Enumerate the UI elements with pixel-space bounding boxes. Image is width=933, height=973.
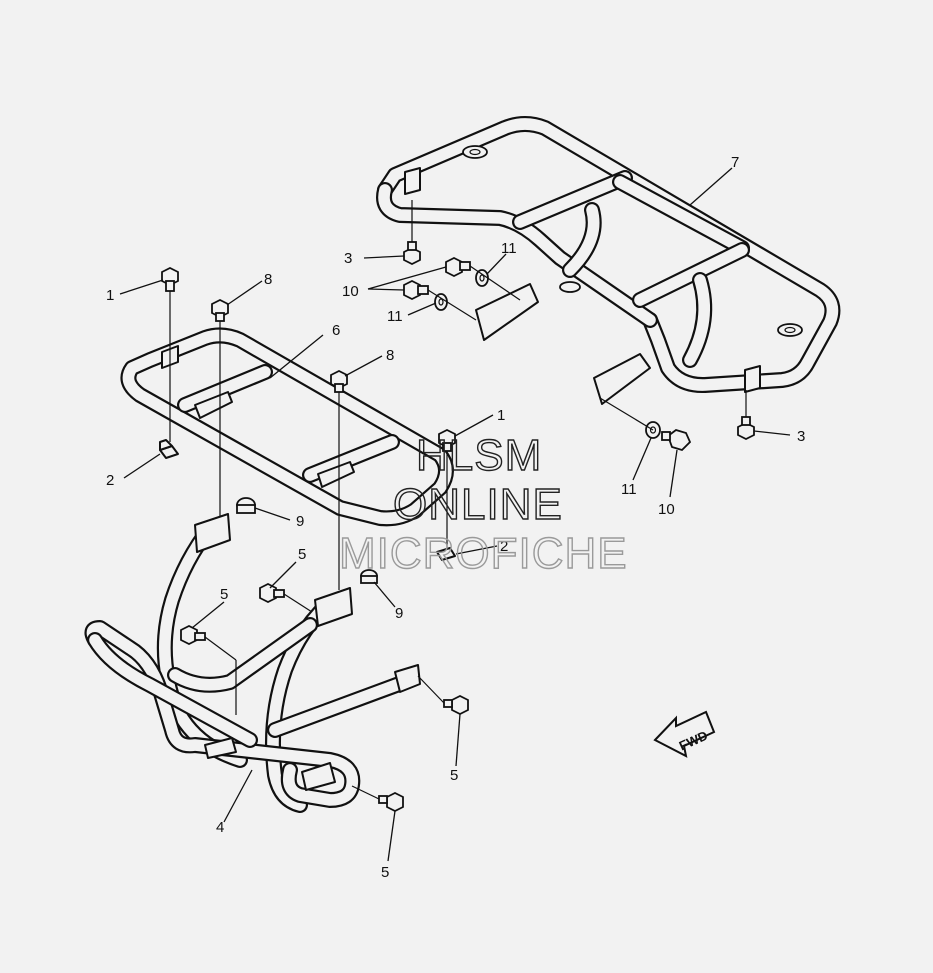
watermark-line-1: HLSM: [416, 431, 542, 480]
grommet-9-right: [360, 569, 378, 584]
callout-10-right: 10: [658, 501, 675, 518]
assembly-lines: [169, 200, 747, 800]
bolt-10-right: [661, 429, 692, 452]
watermark-line-3: MICROFICHE: [339, 529, 628, 578]
callout-2-right: 2: [500, 538, 508, 555]
callout-8-mid: 8: [386, 347, 394, 364]
bolt-5-c: [443, 694, 469, 716]
nut-2-right: [436, 547, 456, 561]
nut-2-left: [159, 439, 179, 459]
callout-3-right: 3: [797, 428, 805, 445]
watermark: HLSM ONLINE MICROFICHE: [338, 430, 628, 578]
callout-4: 4: [216, 819, 224, 836]
callout-2-left: 2: [106, 472, 114, 489]
bolt-10-top-a: [445, 256, 471, 278]
front-carrier-part-6: [120, 327, 454, 527]
bolt-1-left: [161, 266, 179, 292]
callout-5-b: 5: [220, 586, 228, 603]
callout-9-left: 9: [296, 513, 304, 530]
callout-5-a: 5: [298, 546, 306, 563]
forward-direction-arrow: FWD: [653, 710, 716, 758]
callout-5-d: 5: [381, 864, 389, 881]
callout-11-right: 11: [621, 481, 637, 498]
front-guard-part-4: [84, 513, 421, 813]
bolt-5-d: [378, 791, 404, 813]
bolt-5-a: [259, 582, 285, 604]
rear-carrier-part-7: [376, 116, 841, 405]
watermark-line-2: ONLINE: [393, 480, 563, 529]
callout-11-top-left: 11: [387, 308, 403, 325]
callout-9-right: 9: [395, 605, 403, 622]
bolt-8-left: [211, 298, 229, 322]
callout-1-mid: 1: [497, 407, 505, 424]
callout-7: 7: [731, 154, 739, 171]
callout-1-left: 1: [106, 287, 114, 304]
washer-11-top-a: [475, 269, 489, 287]
grommet-9-left: [236, 497, 256, 514]
callout-3-top: 3: [344, 250, 352, 267]
callout-6: 6: [332, 322, 340, 339]
bolt-5-b: [180, 624, 206, 646]
nut-3-top: [403, 241, 421, 266]
callout-5-c: 5: [450, 767, 458, 784]
leader-lines: [119, 167, 791, 862]
bolt-10-top-b: [403, 279, 429, 301]
nut-3-right: [737, 416, 755, 441]
callout-10-top: 10: [342, 283, 359, 300]
callout-11-top-right: 11: [501, 240, 517, 257]
bolt-1-mid: [438, 428, 456, 452]
callout-8-left: 8: [264, 271, 272, 288]
callout-labels: 1 8 6 8 1 2 2 3 3 10 10 11 11 11 7 9 9 5…: [106, 154, 805, 881]
bolt-8-mid: [330, 369, 348, 393]
washer-11-top-b: [434, 293, 448, 311]
hardware: [159, 241, 755, 813]
